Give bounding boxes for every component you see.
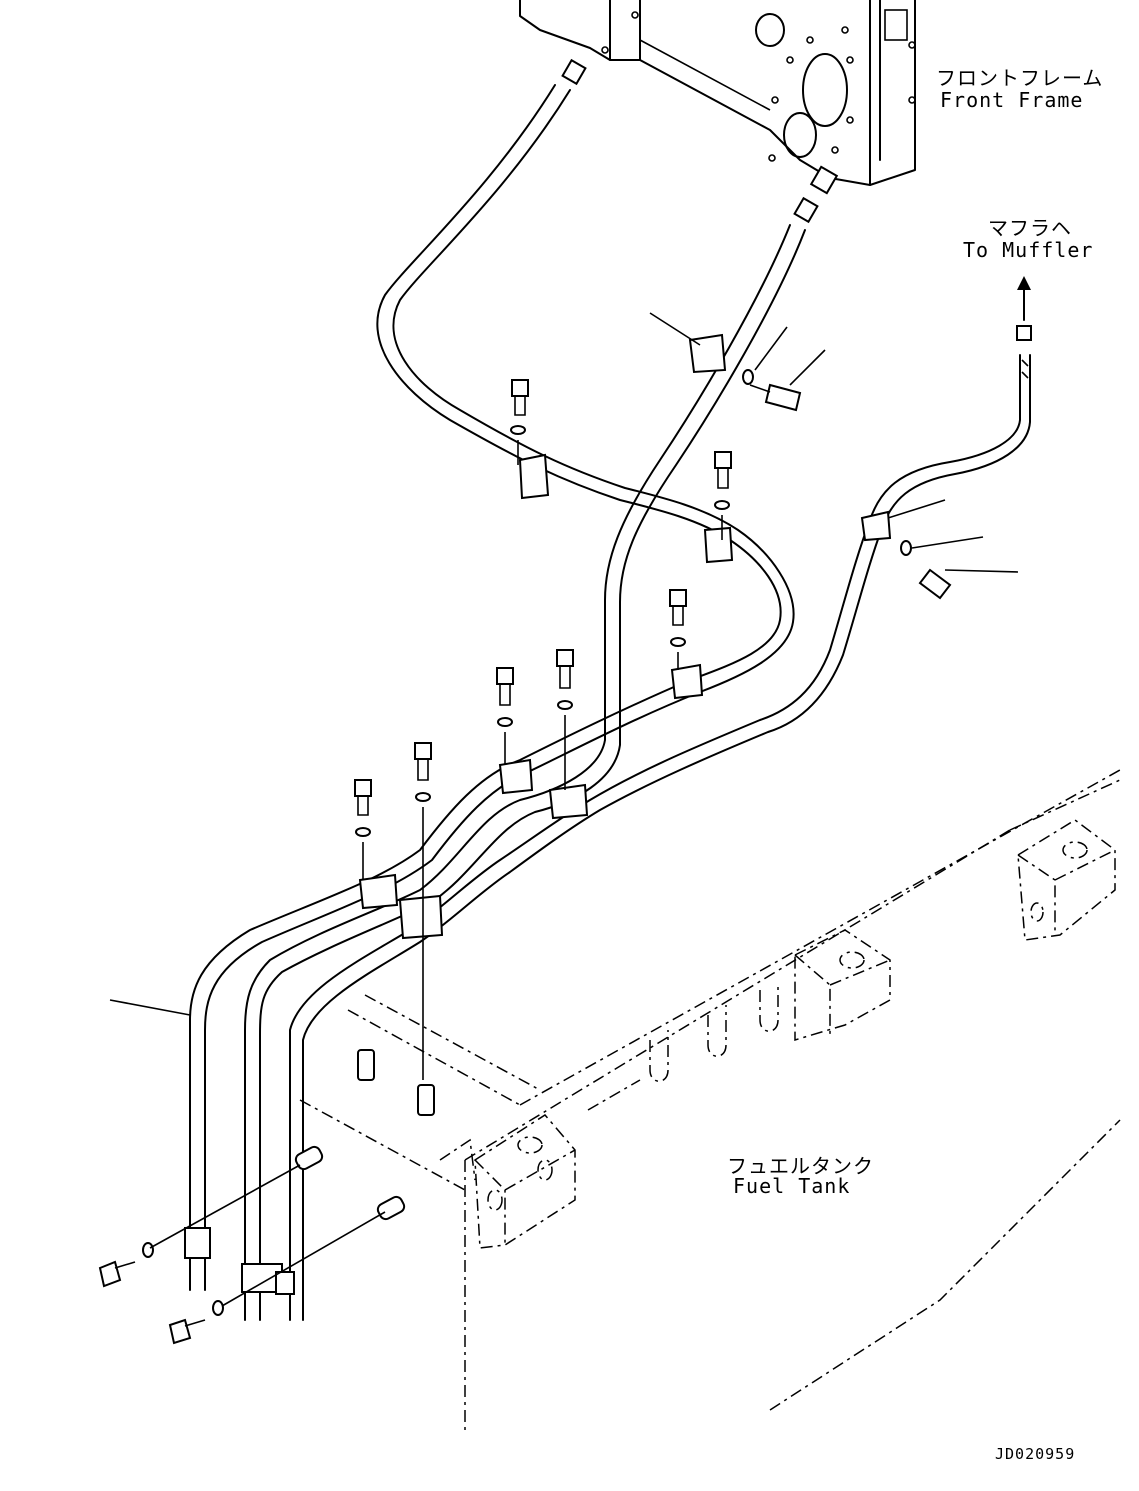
spacer-collars	[294, 1049, 435, 1221]
tube-end-fittings	[561, 58, 1032, 379]
tank-slots	[649, 982, 779, 1082]
to-muffler-label-en: To Muffler	[963, 238, 1094, 262]
fuel-tank-outline	[299, 769, 1121, 1430]
clamp-bolts	[98, 369, 952, 1345]
front-frame-label-jp: フロントフレーム	[936, 66, 1104, 90]
tank-mounting-brackets	[474, 819, 1116, 1249]
fuel-tube-1	[189, 84, 795, 1291]
fuel-tank-label-en: Fuel Tank	[733, 1174, 851, 1198]
fuel-tube-to-muffler	[289, 354, 1031, 1321]
tank-top-edge	[587, 1079, 641, 1111]
bolt-axis-lines	[149, 440, 723, 1307]
front-frame	[519, 0, 916, 186]
to-muffler-arrow	[1017, 276, 1031, 321]
drawing-number: JD020959	[995, 1445, 1076, 1463]
leader-lines	[109, 312, 1019, 1016]
fuel-tank-label-jp: フュエルタンク	[727, 1154, 874, 1178]
to-muffler-label-jp: マフラヘ	[988, 216, 1072, 240]
front-frame-label-en: Front Frame	[940, 88, 1084, 112]
